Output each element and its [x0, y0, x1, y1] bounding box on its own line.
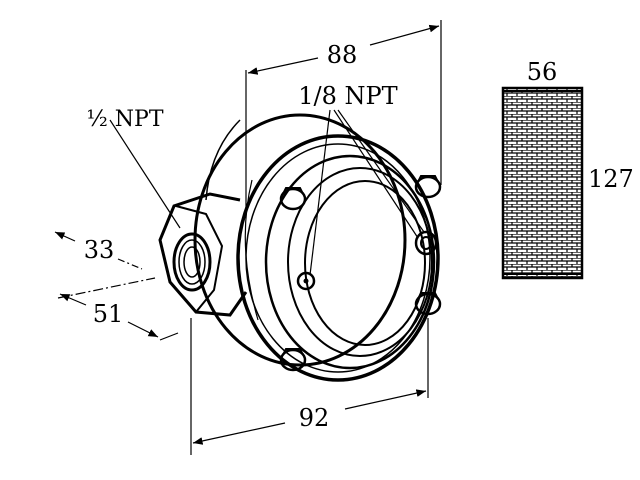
bolt-bottom-right	[414, 292, 442, 316]
bolt-top-right	[414, 175, 442, 199]
label-33: 33	[84, 236, 115, 264]
label-92: 92	[299, 404, 330, 432]
dimension-51	[59, 293, 179, 341]
dimension-92	[190, 318, 429, 455]
label-half-npt: ½ NPT	[86, 107, 163, 132]
bolt-bottom-left	[279, 348, 307, 372]
dimension-88	[245, 20, 442, 215]
filter-housing	[158, 113, 442, 382]
label-88: 88	[327, 41, 358, 69]
filter-element	[501, 86, 584, 280]
port-left	[296, 271, 316, 291]
label-127: 127	[588, 165, 634, 193]
leader-lines	[109, 109, 425, 276]
label-1-8-npt: 1/8 NPT	[298, 82, 397, 110]
label-51: 51	[93, 300, 124, 328]
port-right	[414, 230, 438, 256]
label-56: 56	[527, 58, 558, 86]
bolt-top-left	[279, 187, 307, 211]
dimension-33	[54, 231, 156, 299]
